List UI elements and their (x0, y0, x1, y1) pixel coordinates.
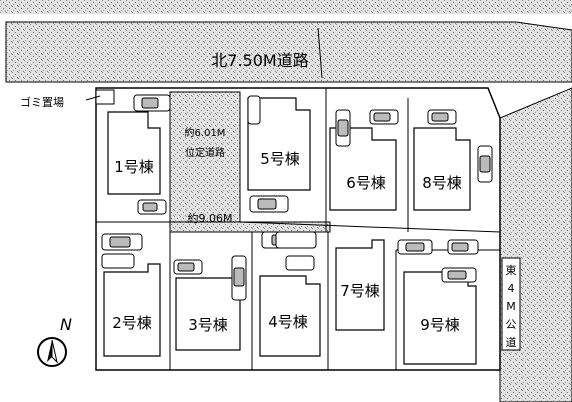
garbage-area (95, 89, 115, 105)
east-road-char: 公 (506, 318, 517, 331)
north-road-label: 北7.50M道路 (211, 51, 308, 70)
east-road-char: 道 (506, 335, 517, 349)
building-3 (175, 277, 241, 351)
unit-label-6: 6号棟 (346, 174, 386, 192)
unit-label-1: 1号棟 (114, 158, 154, 176)
lot-lines (96, 88, 501, 370)
unit-label-2: 2号棟 (112, 314, 152, 332)
building-6 (329, 127, 397, 211)
top-texture (0, 0, 572, 14)
buildings (103, 97, 477, 365)
unit-label-5: 5号棟 (260, 150, 300, 168)
compass (37, 337, 67, 367)
road-joint-line (317, 27, 323, 79)
building-1 (107, 111, 161, 195)
car (285, 255, 315, 271)
east-road (499, 87, 572, 402)
garbage-leader-line (85, 95, 101, 101)
car (275, 231, 317, 249)
private-road-width-label: 約6.01M (185, 126, 226, 139)
parking-cars (101, 94, 493, 301)
passage-width-label: 約9.06M (188, 211, 233, 225)
building-5 (247, 97, 311, 191)
garbage-label: ゴミ置場 (20, 95, 64, 109)
building-7 (335, 239, 385, 331)
unit-label-7: 7号棟 (340, 282, 380, 300)
car (101, 253, 135, 269)
east-road-char: 東 (506, 264, 517, 277)
unit-label-3: 3号棟 (188, 316, 228, 334)
unit-label-4: 4号棟 (268, 313, 308, 331)
unit-label-8: 8号棟 (422, 174, 462, 192)
car (247, 95, 261, 125)
private-road-turn (169, 221, 331, 233)
building-4 (259, 275, 321, 357)
unit-label-9: 9号棟 (420, 316, 460, 334)
building-8 (413, 127, 471, 211)
east-road-char: 4 (508, 282, 515, 295)
compass-north-label: N (60, 315, 72, 334)
building-2 (103, 263, 161, 357)
east-road-label: 東 4 M 公 道 (501, 257, 521, 351)
north-road (5, 21, 572, 83)
private-road-type-label: 位定道路 (185, 146, 225, 159)
east-road-char: M (506, 300, 516, 313)
